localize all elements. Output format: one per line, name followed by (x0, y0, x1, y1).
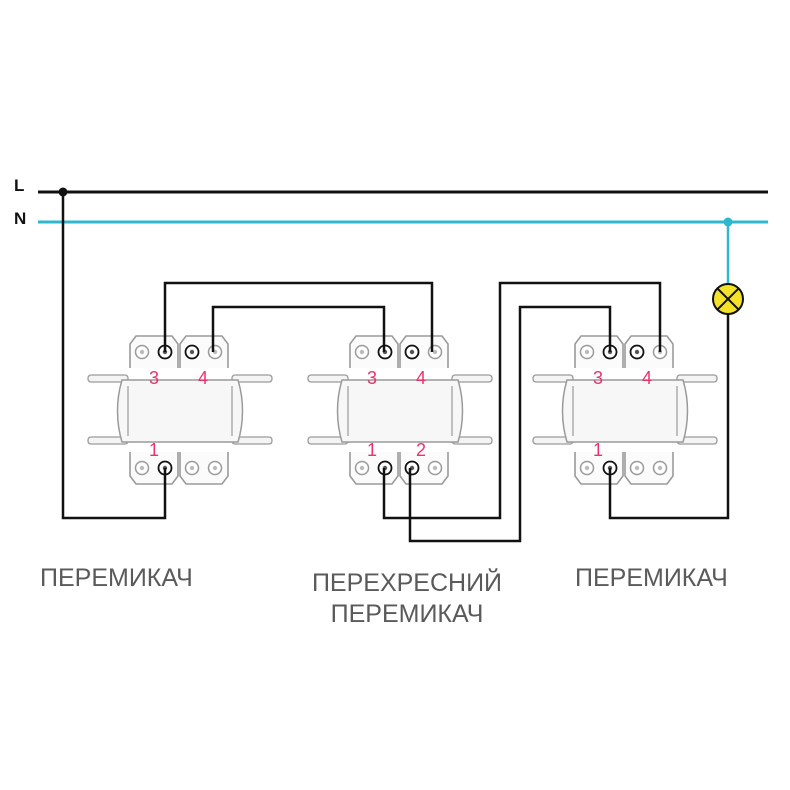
s3-terminal-1: 1 (593, 440, 603, 460)
switch-3-caption-line: ПЕРЕМИКАЧ (575, 564, 728, 592)
switch-3-caption: ПЕРЕМИКАЧ (575, 563, 755, 594)
s1-terminal-4: 4 (198, 368, 208, 388)
terminal-labels: 3 4 1 3 4 1 2 3 4 1 (149, 368, 652, 460)
wire-line-feed (61, 192, 167, 520)
wire-traveler-4 (408, 305, 612, 543)
switch-2-caption-line-1: ПЕРЕХРЕСНИЙ (311, 569, 503, 597)
top-right-terminal-block (399, 335, 449, 368)
wire-traveler-3 (382, 281, 662, 520)
switch-2-caption: ПЕРЕХРЕСНИЙ ПЕРЕМИКАЧ (292, 568, 522, 630)
top-right-terminal-block (624, 335, 674, 368)
wire-traveler-2 (211, 305, 386, 352)
wire-traveler-1 (163, 281, 434, 352)
switch-2-caption-line-2: ПЕРЕМИКАЧ (330, 600, 484, 628)
switch-1-caption-line: ПЕРЕМИКАЧ (40, 564, 193, 592)
wire-lamp-feed (608, 314, 730, 520)
switch-bodies (87, 335, 718, 485)
wires (61, 192, 730, 543)
s2-terminal-2: 2 (416, 440, 426, 460)
bottom-right-terminal-block (399, 452, 449, 485)
s2-terminal-3: 3 (367, 368, 377, 388)
bottom-right-terminal-block (179, 452, 229, 485)
line-bus-label: L (14, 176, 24, 195)
neutral-bus-label: N (14, 209, 26, 228)
switch-2 (307, 335, 493, 485)
line-junction-dot (58, 187, 68, 197)
s3-terminal-3: 3 (593, 368, 603, 388)
switch-1 (87, 335, 273, 485)
bottom-right-terminal-block (624, 452, 674, 485)
top-right-terminal-block (179, 335, 229, 368)
switch-1-caption: ПЕРЕМИКАЧ (40, 563, 215, 594)
s1-terminal-1: 1 (149, 440, 159, 460)
top-left-terminal-block (349, 335, 399, 368)
s2-terminal-1: 1 (367, 440, 377, 460)
switch-3 (532, 335, 718, 485)
neutral-junction-dot (723, 217, 733, 227)
s3-terminal-4: 4 (642, 368, 652, 388)
s2-terminal-4: 4 (416, 368, 426, 388)
lamp-icon (712, 283, 744, 315)
s1-terminal-3: 3 (149, 368, 159, 388)
top-left-terminal-block (129, 335, 179, 368)
top-left-terminal-block (574, 335, 624, 368)
